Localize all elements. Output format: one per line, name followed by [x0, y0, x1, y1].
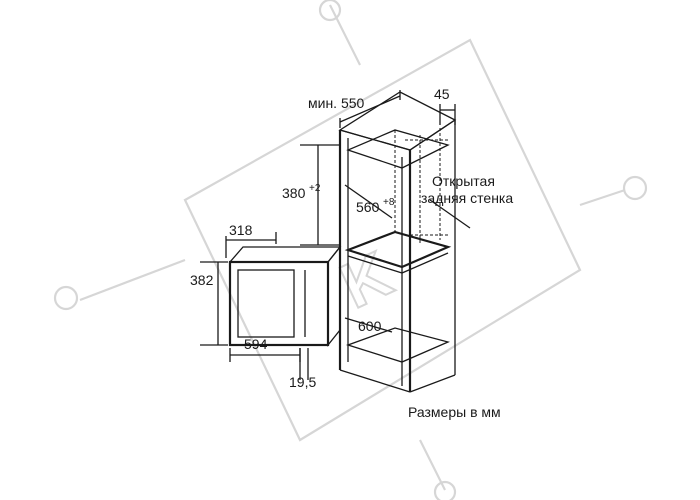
- caption: Размеры в мм: [408, 404, 501, 420]
- label-niche-width-tol: +8: [383, 197, 395, 208]
- microwave-dimensions: [200, 232, 309, 380]
- label-side-offset: 45: [434, 86, 450, 102]
- label-frame-offset: 19,5: [289, 374, 316, 390]
- label-width: 594: [244, 336, 268, 352]
- label-niche-height-tol: +2: [309, 183, 321, 194]
- label-open-back-2: задняя стенка: [421, 190, 513, 206]
- label-height: 382: [190, 272, 214, 288]
- cabinet-drawing: [338, 91, 457, 393]
- label-cabinet-depth: 600: [358, 318, 382, 334]
- cabinet-dimensions: [300, 90, 471, 333]
- label-min-depth: мин. 550: [308, 95, 365, 111]
- label-niche-width: 560: [356, 199, 380, 215]
- dimension-labels: мин. 550 45 380 +2 560 +8 Открытая задня…: [190, 86, 513, 390]
- label-open-back-1: Открытая: [432, 173, 495, 189]
- label-depth: 318: [229, 222, 253, 238]
- label-niche-height: 380: [282, 185, 306, 201]
